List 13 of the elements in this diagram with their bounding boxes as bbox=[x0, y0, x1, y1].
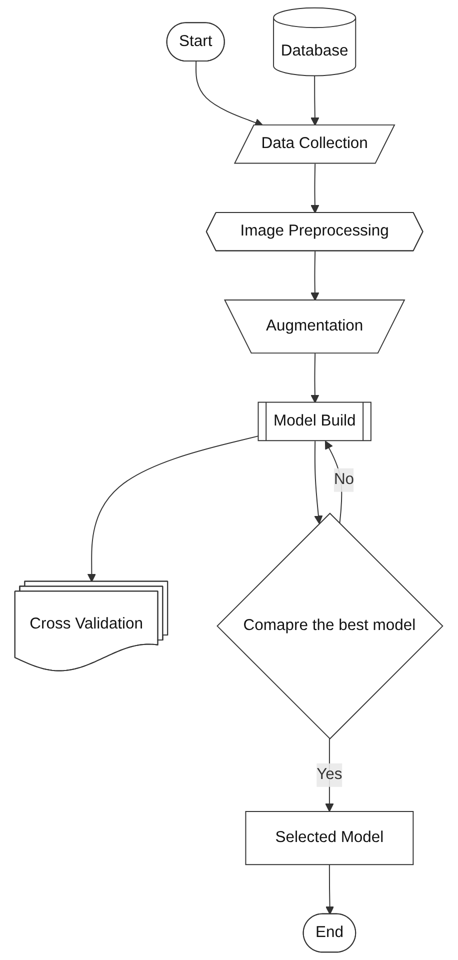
arrow bbox=[88, 435, 260, 582]
arrow bbox=[326, 864, 334, 915]
arrow bbox=[310, 353, 320, 404]
arrow bbox=[310, 250, 320, 301]
arrow bbox=[325, 440, 342, 524]
node-box: Selected Model bbox=[245, 811, 414, 866]
arrow bbox=[310, 163, 320, 214]
arrow bbox=[196, 61, 264, 127]
node-diamond: Comapre the best model bbox=[216, 512, 444, 740]
arrow bbox=[314, 440, 323, 524]
arrow bbox=[310, 75, 320, 126]
edge-label: Yes bbox=[316, 766, 343, 783]
edge-label: No bbox=[334, 471, 354, 488]
